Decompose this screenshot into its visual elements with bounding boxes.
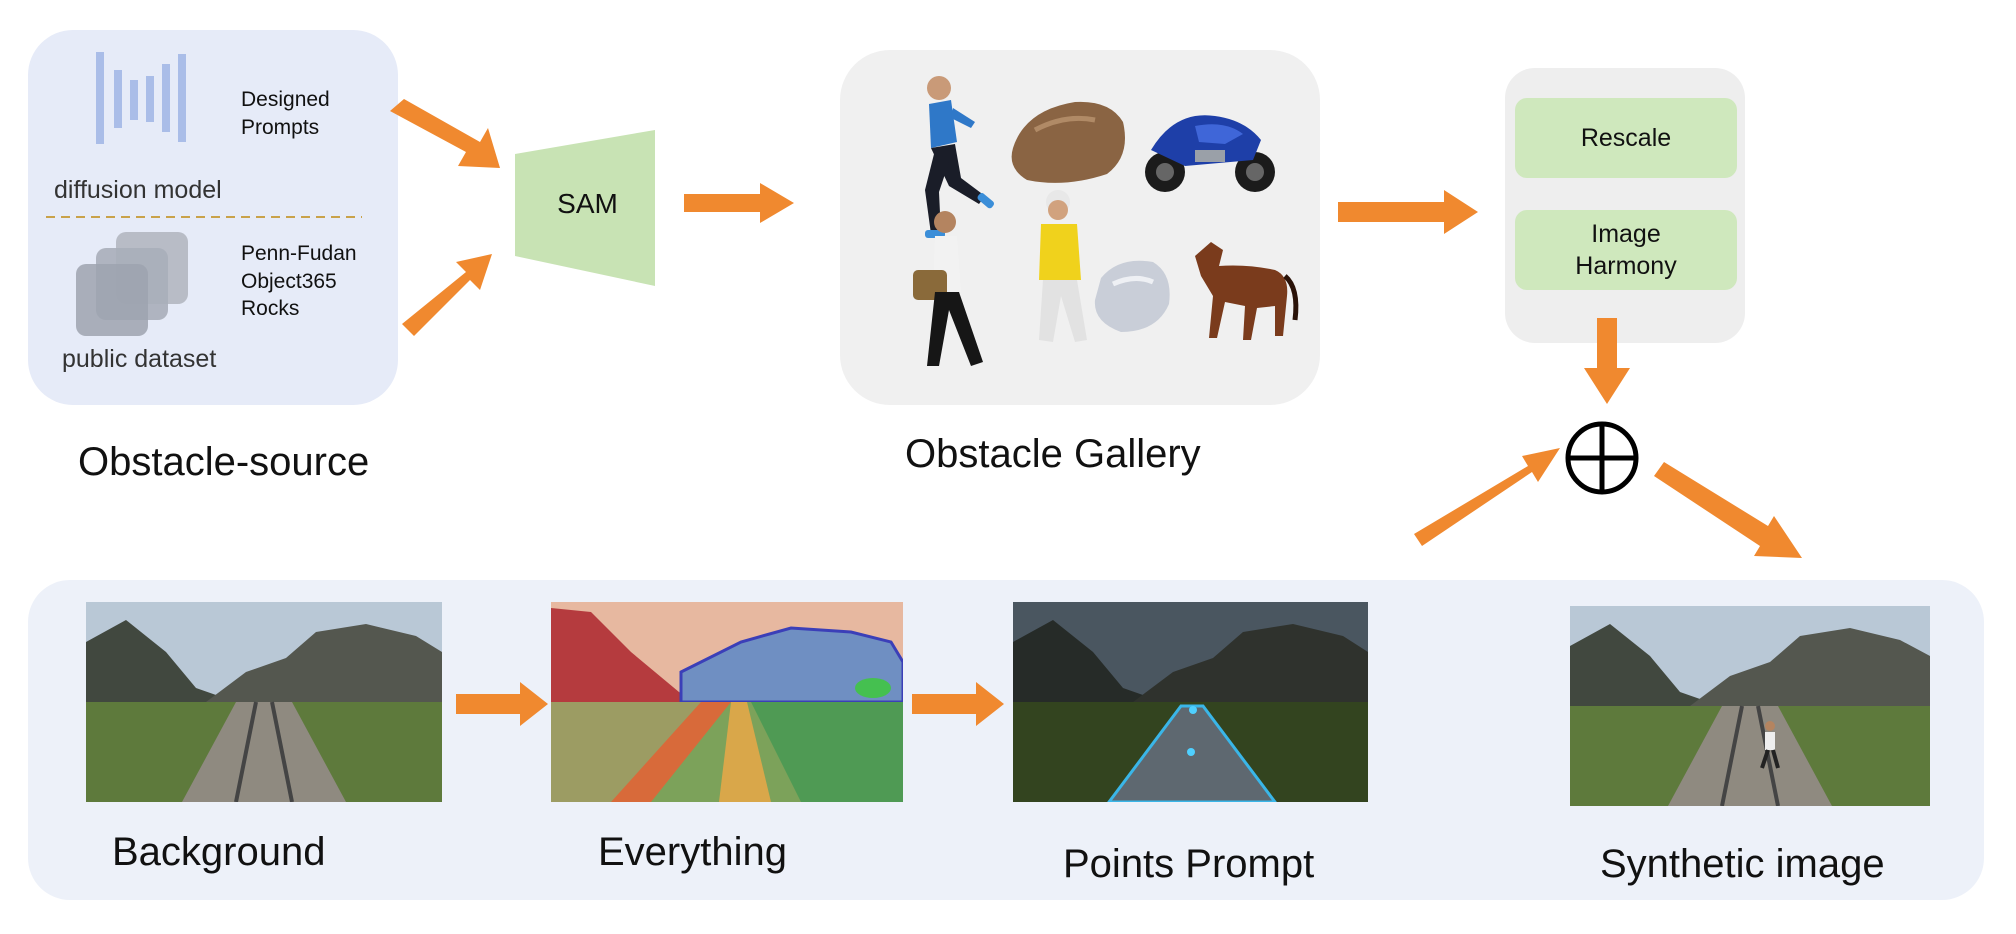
worker-figure	[1039, 190, 1087, 342]
gallery-objects	[913, 76, 1299, 366]
sam-label: SAM	[557, 188, 618, 219]
diffusion-model-icon	[96, 52, 186, 144]
arrow-gallery-to-processing	[1338, 190, 1478, 234]
public-dataset-label: public dataset	[62, 345, 217, 373]
image-harmony-label: Image Harmony	[1575, 219, 1677, 281]
arrow-prompts-to-sam	[390, 99, 500, 168]
dataset-item: Object365	[241, 269, 337, 293]
runner-figure	[925, 76, 995, 238]
dataset-item: Rocks	[241, 297, 300, 321]
dataset-item: Penn-Fudan	[241, 242, 357, 265]
horse-figure	[1195, 242, 1299, 340]
motorcycle-figure	[1145, 115, 1275, 192]
arrow-pipeline-to-combine	[1414, 448, 1560, 546]
public-dataset-icon	[76, 232, 188, 336]
sam-block	[515, 130, 655, 286]
rescale-box: Rescale	[1515, 98, 1737, 178]
dataset-list: Penn-Fudan Object365 Rocks	[241, 240, 357, 323]
background-caption: Background	[112, 830, 326, 874]
arrow-combine-to-synthetic	[1654, 462, 1802, 558]
image-harmony-box: Image Harmony	[1515, 210, 1737, 290]
arrow-dataset-to-sam	[402, 254, 492, 336]
combine-circle-plus-icon	[1565, 421, 1639, 495]
everything-segmentation-image	[551, 602, 903, 802]
synthetic-image-caption: Synthetic image	[1600, 842, 1885, 886]
rescale-label: Rescale	[1580, 123, 1672, 152]
woman-figure	[913, 211, 983, 366]
dashed-divider	[46, 216, 362, 218]
synthetic-image	[1570, 606, 1930, 806]
everything-caption: Everything	[598, 830, 787, 874]
arrow-sam-to-gallery	[684, 183, 794, 223]
designed-prompts-label: Designed Prompts	[241, 88, 330, 139]
background-image	[86, 602, 442, 802]
arrow-background-to-everything	[456, 682, 548, 726]
diffusion-model-label: diffusion model	[54, 176, 222, 204]
points-prompt-caption: Points Prompt	[1063, 842, 1315, 886]
points-prompt-image	[1013, 602, 1368, 802]
obstacle-gallery-caption: Obstacle Gallery	[905, 432, 1201, 476]
obstacle-source-caption: Obstacle-source	[78, 440, 370, 484]
arrow-everything-to-points	[912, 682, 1004, 726]
arrow-processing-to-combine	[1584, 318, 1630, 404]
